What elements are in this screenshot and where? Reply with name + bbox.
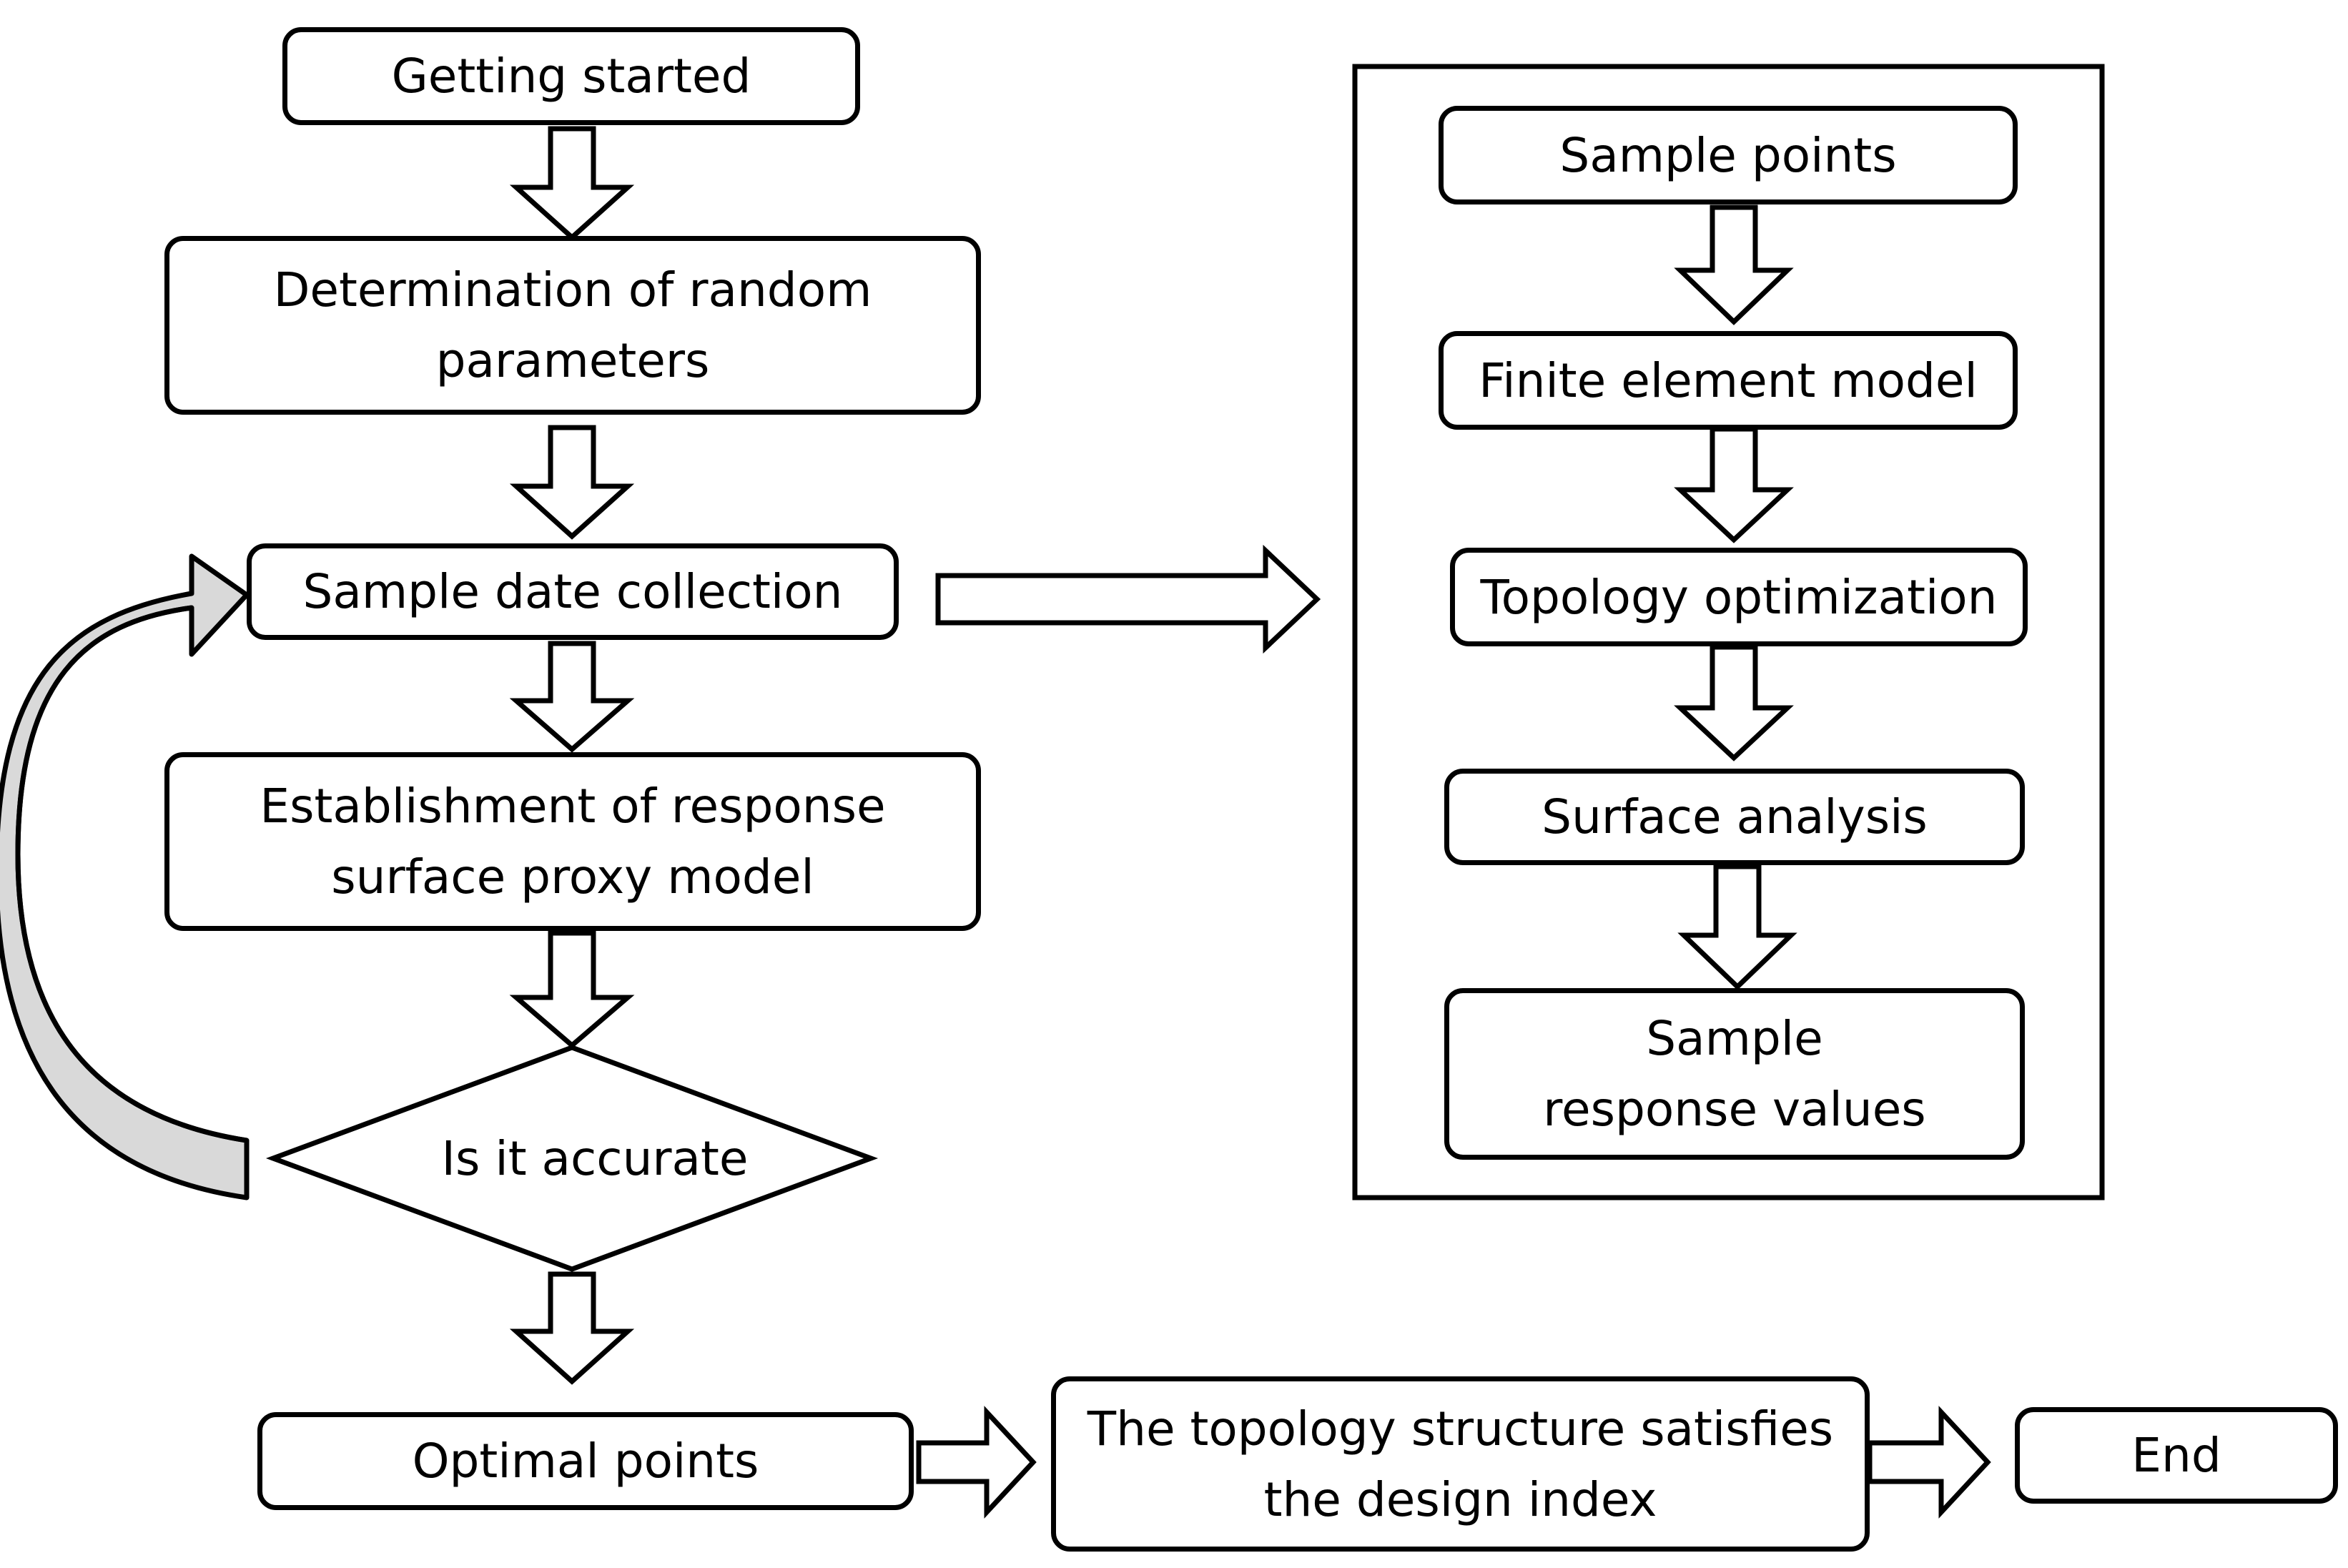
establishment-box: Establishment of response surface proxy … <box>164 752 981 931</box>
optimal-points-label: Optimal points <box>412 1434 759 1489</box>
establishment-label: Establishment of response surface proxy … <box>260 779 886 904</box>
end-box: End <box>2015 1407 2338 1504</box>
sample-date-collection-label: Sample date collection <box>302 564 843 619</box>
panel-arrow-down-2 <box>1674 426 1794 543</box>
decision-label: Is it accurate <box>441 1130 749 1186</box>
arrow-right-bottom-2 <box>1867 1406 1991 1519</box>
determination-box: Determination of random parameters <box>164 236 981 415</box>
getting-started-box: Getting started <box>282 27 860 125</box>
end-label: End <box>2131 1428 2221 1483</box>
loop-back-arrow-inner <box>15 605 247 1143</box>
finite-element-model-label: Finite element model <box>1479 352 1978 408</box>
sample-points-label: Sample points <box>1559 127 1897 183</box>
optimal-points-box: Optimal points <box>257 1412 914 1510</box>
decision-diamond <box>265 1045 879 1272</box>
arrow-down-5 <box>509 1271 635 1385</box>
arrow-down-4 <box>509 930 635 1049</box>
surface-analysis-label: Surface analysis <box>1542 789 1928 844</box>
arrow-down-1 <box>509 126 635 241</box>
decision-label-wrap: Is it accurate <box>273 1087 917 1230</box>
sample-response-values-box: Sample response values <box>1444 988 2025 1160</box>
panel-arrow-down-3 <box>1674 644 1794 761</box>
surface-analysis-box: Surface analysis <box>1444 769 2025 865</box>
panel-arrow-down-1 <box>1674 204 1794 325</box>
sample-date-collection-box: Sample date collection <box>247 543 899 640</box>
arrow-right-bottom-1 <box>916 1406 1037 1519</box>
arrow-down-3 <box>509 641 635 753</box>
topology-satisfies-label: The topology structure satisfies the des… <box>1087 1401 1834 1527</box>
topology-optimization-label: Topology optimization <box>1480 569 1998 625</box>
arrow-down-2 <box>509 425 635 540</box>
determination-label: Determination of random parameters <box>273 262 872 388</box>
finite-element-model-box: Finite element model <box>1439 331 2018 430</box>
topology-optimization-box: Topology optimization <box>1450 548 2028 646</box>
panel-arrow-down-4 <box>1677 864 1797 990</box>
arrow-right-to-panel <box>935 544 1321 654</box>
topology-satisfies-box: The topology structure satisfies the des… <box>1051 1376 1870 1552</box>
sample-response-values-label: Sample response values <box>1543 1011 1926 1137</box>
sample-points-box: Sample points <box>1439 106 2018 204</box>
getting-started-label: Getting started <box>391 49 751 104</box>
